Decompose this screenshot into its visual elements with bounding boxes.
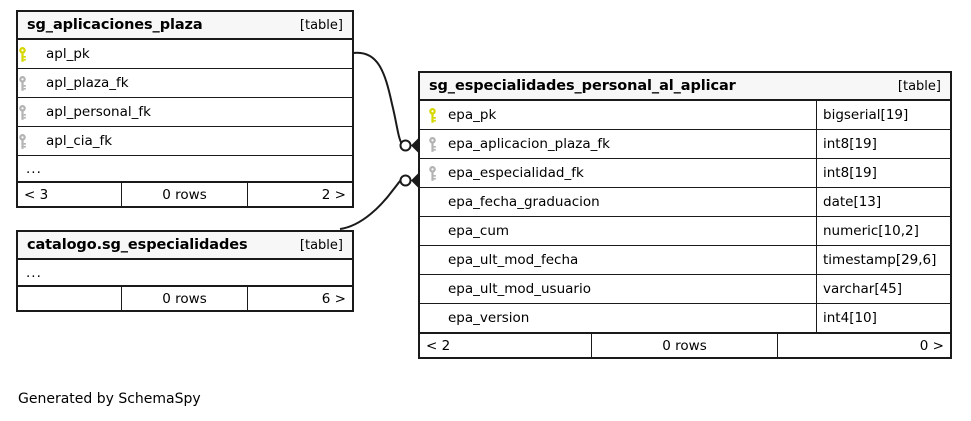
- table-type-tag: [table]: [299, 17, 343, 33]
- footer-child-count[interactable]: 2 >: [321, 186, 346, 203]
- column-name-cell: epa_fecha_graduacion: [420, 194, 816, 210]
- table-footer: < 3 0 rows 2 >: [18, 182, 352, 206]
- more-columns-indicator: ...: [18, 260, 352, 286]
- column-type: date[13]: [816, 188, 950, 216]
- column-type: varchar[45]: [816, 275, 950, 303]
- column-name-cell: epa_aplicacion_plaza_fk: [420, 136, 816, 152]
- generated-by-label: Generated by SchemaSpy: [18, 391, 201, 407]
- foreign-key-icon: [18, 133, 38, 149]
- foreign-key-icon: [18, 75, 38, 91]
- footer-row-count: 0 rows: [592, 334, 778, 357]
- column-type: int4[10]: [816, 304, 950, 332]
- table-sg_especialidades_personal_al_aplicar[interactable]: sg_especialidades_personal_al_aplicar [t…: [418, 71, 952, 359]
- foreign-key-icon: [428, 136, 448, 152]
- table-header: sg_aplicaciones_plaza [table]: [18, 12, 352, 40]
- zero-or-one-marker-1: [399, 139, 412, 152]
- table-title: sg_especialidades_personal_al_aplicar: [429, 78, 736, 94]
- column-type: numeric[10,2]: [816, 217, 950, 245]
- footer-row-count: 0 rows: [122, 183, 248, 206]
- table-header: sg_especialidades_personal_al_aplicar [t…: [420, 73, 950, 101]
- table-sg_aplicaciones_plaza[interactable]: sg_aplicaciones_plaza [table] apl_pk: [16, 10, 354, 208]
- table-catalogo-sg_especialidades[interactable]: catalogo.sg_especialidades [table] ... 0…: [16, 230, 354, 312]
- column-type: bigserial[19]: [816, 101, 950, 129]
- column-name: epa_aplicacion_plaza_fk: [448, 136, 610, 152]
- table-type-tag: [table]: [897, 78, 941, 94]
- table-row[interactable]: epa_ult_mod_fecha timestamp[29,6]: [420, 246, 950, 275]
- table-row[interactable]: epa_version int4[10]: [420, 304, 950, 333]
- column-name-cell: epa_ult_mod_usuario: [420, 281, 816, 297]
- table-row[interactable]: apl_personal_fk: [18, 98, 352, 127]
- column-name: apl_pk: [46, 46, 90, 62]
- column-name: epa_fecha_graduacion: [448, 194, 600, 210]
- table-row[interactable]: epa_aplicacion_plaza_fk int8[19]: [420, 130, 950, 159]
- more-columns-indicator: ...: [18, 156, 352, 182]
- table-row[interactable]: epa_pk bigserial[19]: [420, 101, 950, 130]
- crows-foot-marker-2: [411, 173, 418, 188]
- column-name: epa_especialidad_fk: [448, 165, 584, 181]
- footer-parent-count[interactable]: [18, 287, 122, 310]
- footer-row-count: 0 rows: [122, 287, 248, 310]
- column-name: apl_personal_fk: [46, 104, 151, 120]
- table-title: catalogo.sg_especialidades: [27, 237, 248, 253]
- column-type: int8[19]: [816, 159, 950, 187]
- footer-child-count[interactable]: 6 >: [321, 290, 346, 307]
- table-row[interactable]: epa_fecha_graduacion date[13]: [420, 188, 950, 217]
- table-header: catalogo.sg_especialidades [table]: [18, 232, 352, 260]
- column-name-cell: epa_pk: [420, 107, 816, 123]
- primary-key-icon: [18, 46, 38, 62]
- table-row[interactable]: epa_especialidad_fk int8[19]: [420, 159, 950, 188]
- column-name-cell: epa_ult_mod_fecha: [420, 252, 816, 268]
- footer-child-count[interactable]: 0 >: [919, 337, 944, 354]
- column-name: epa_ult_mod_usuario: [448, 281, 591, 297]
- column-name: apl_cia_fk: [46, 133, 113, 149]
- table-row[interactable]: apl_plaza_fk: [18, 69, 352, 98]
- zero-or-one-marker-2: [399, 174, 412, 187]
- footer-parent-count[interactable]: < 3: [18, 183, 122, 206]
- table-footer: 0 rows 6 >: [18, 286, 352, 310]
- table-row[interactable]: apl_cia_fk: [18, 127, 352, 156]
- column-name-cell: epa_cum: [420, 223, 816, 239]
- table-row[interactable]: epa_ult_mod_usuario varchar[45]: [420, 275, 950, 304]
- table-row[interactable]: apl_pk: [18, 40, 352, 69]
- relationship-line-1: [352, 51, 418, 153]
- footer-parent-count[interactable]: < 2: [420, 334, 592, 357]
- column-type: int8[19]: [816, 130, 950, 158]
- column-name: apl_plaza_fk: [46, 75, 129, 91]
- primary-key-icon: [428, 107, 448, 123]
- column-name: epa_ult_mod_fecha: [448, 252, 579, 268]
- column-type: timestamp[29,6]: [816, 246, 950, 274]
- table-type-tag: [table]: [299, 237, 343, 253]
- crows-foot-marker-1: [411, 138, 418, 153]
- column-name: epa_pk: [448, 107, 497, 123]
- foreign-key-icon: [428, 165, 448, 181]
- column-name: epa_cum: [448, 223, 510, 239]
- foreign-key-icon: [18, 104, 38, 120]
- table-row[interactable]: epa_cum numeric[10,2]: [420, 217, 950, 246]
- column-name-cell: epa_version: [420, 310, 816, 326]
- table-footer: < 2 0 rows 0 >: [420, 333, 950, 357]
- relationship-line-2: [339, 173, 418, 230]
- table-title: sg_aplicaciones_plaza: [27, 17, 203, 33]
- column-name: epa_version: [448, 310, 530, 326]
- column-name-cell: epa_especialidad_fk: [420, 165, 816, 181]
